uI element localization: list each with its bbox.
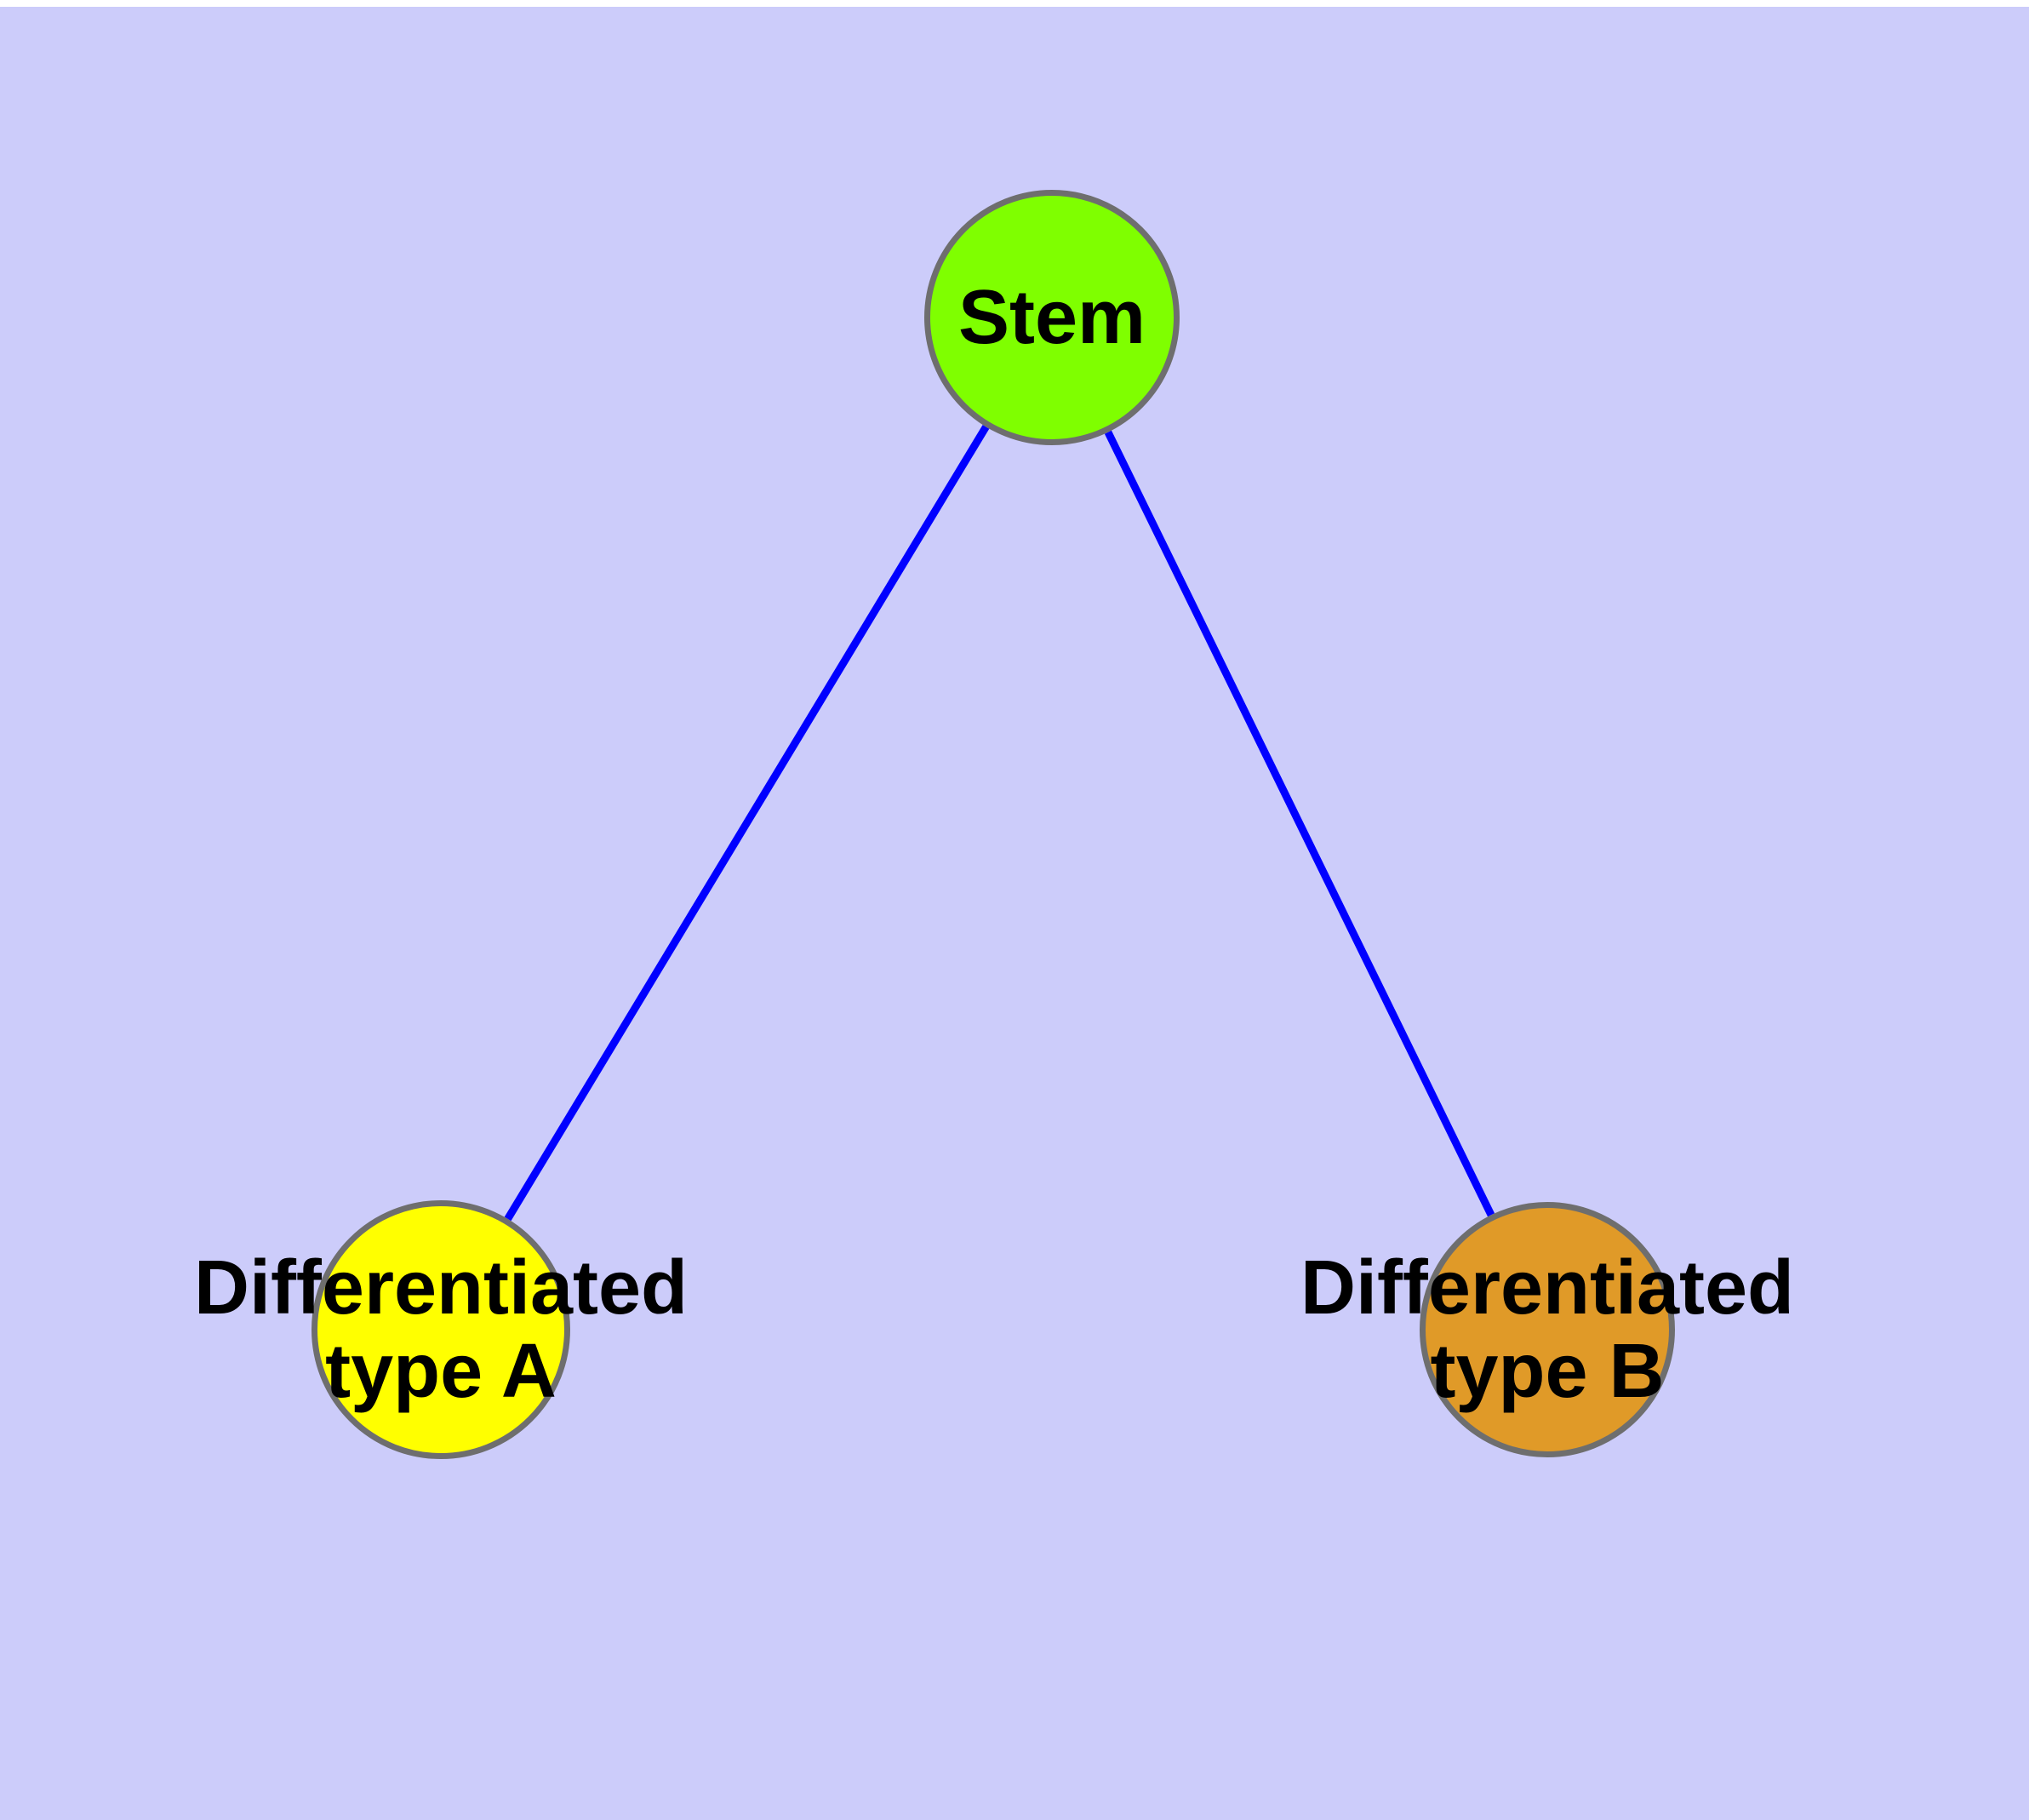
node-label-line: type A: [325, 1329, 557, 1414]
node-label-line: Differentiated: [194, 1245, 688, 1331]
node-label-line: Stem: [958, 275, 1146, 360]
edge-stem-a[interactable]: [504, 425, 990, 1222]
node-label-line: Differentiated: [1300, 1245, 1794, 1331]
node-label-line: type B: [1430, 1329, 1664, 1414]
node-label-stem: Stem: [958, 275, 1146, 360]
edge-stem-b[interactable]: [1104, 430, 1495, 1217]
edge-layer: [504, 425, 1495, 1222]
node-circle-diff_b[interactable]: [1420, 1202, 1675, 1457]
node-circle-stem[interactable]: [924, 190, 1180, 445]
graph-node-stem[interactable]: Stem: [924, 190, 1180, 445]
node-circle-diff_a[interactable]: [311, 1200, 570, 1459]
